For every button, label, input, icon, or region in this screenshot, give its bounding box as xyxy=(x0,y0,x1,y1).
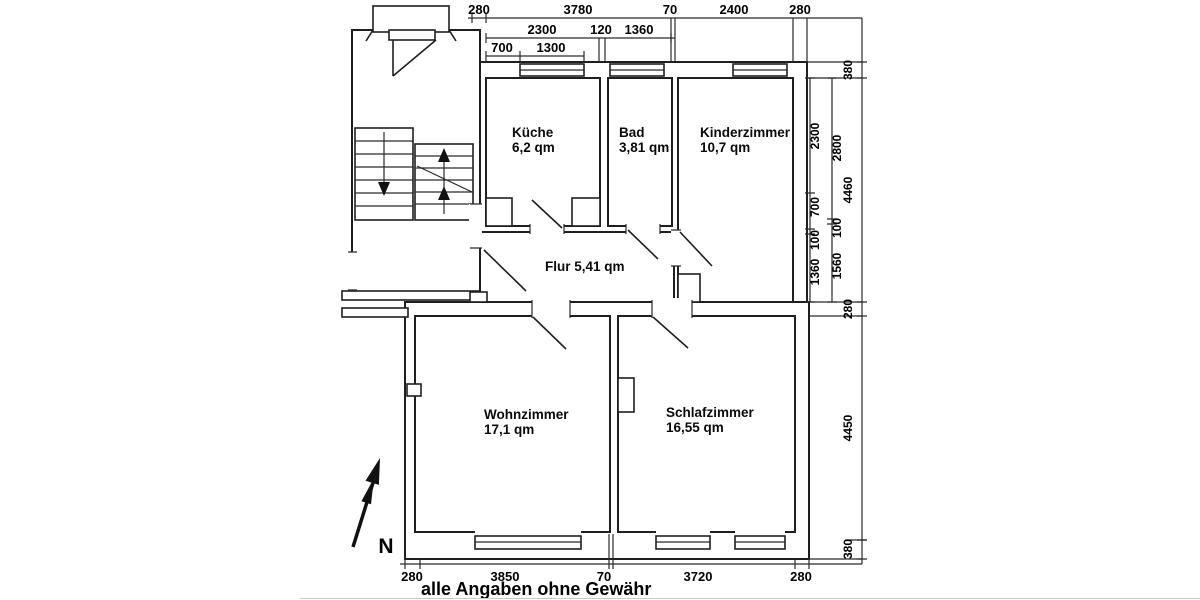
dim-right-outer-3: 4450 xyxy=(841,414,855,441)
label-wohnzimmer-area: 17,1 qm xyxy=(484,422,534,437)
dimension-chain-top: 280 3780 70 2400 280 2300 120 1360 700 1… xyxy=(468,2,862,63)
stairwell-bottom-wall xyxy=(341,290,481,301)
window-bad xyxy=(609,63,665,77)
rooms xyxy=(406,77,796,533)
door-apartment-entrance xyxy=(469,203,527,292)
dim-top-middle-0: 2300 xyxy=(528,22,557,37)
label-kueche-name: Küche xyxy=(512,125,554,140)
label-flur: Flur 5,41 qm xyxy=(545,259,625,274)
dim-top-outer-4: 280 xyxy=(789,2,811,17)
stair-up-arrow-head-2 xyxy=(438,186,450,200)
door-bad xyxy=(625,221,661,260)
dim-right-outer-4: 380 xyxy=(841,539,855,559)
windows xyxy=(474,63,788,550)
north-arrow-head-2 xyxy=(361,478,374,505)
entrance-door-frame xyxy=(388,29,436,41)
dim-right-outer-2: 280 xyxy=(841,299,855,319)
label-kueche-area: 6,2 qm xyxy=(512,140,555,155)
pier-wohnzimmer-left xyxy=(406,383,422,397)
pier-kueche-right xyxy=(571,197,601,227)
stair-up-arrow-head xyxy=(438,148,450,162)
dim-top-outer-3: 2400 xyxy=(720,2,749,17)
chimney-kinderzimmer xyxy=(677,273,701,303)
dim-right-outer-1: 4460 xyxy=(841,176,855,203)
entrance-porch xyxy=(372,5,450,33)
porch-shoulders xyxy=(365,29,457,42)
dim-right-outer-0: 380 xyxy=(841,60,855,80)
dim-right-inner-3: 1360 xyxy=(808,258,822,285)
door-wohnzimmer xyxy=(531,298,571,350)
stairwell-side-opening xyxy=(348,252,357,290)
dim-top-outer-1: 3780 xyxy=(564,2,593,17)
dim-bottom-2: 70 xyxy=(597,569,611,584)
window-kueche xyxy=(519,63,585,77)
room-labels: Küche 6,2 qm Bad 3,81 qm Kinderzimmer 10… xyxy=(484,125,791,437)
dim-top-inner-0: 700 xyxy=(491,40,513,55)
door-schlafzimmer xyxy=(651,298,693,349)
dim-top-outer-0: 280 xyxy=(468,2,490,17)
north-arrow: N xyxy=(351,458,394,558)
room-bad xyxy=(607,77,673,227)
window-schlafzimmer-1 xyxy=(655,530,711,550)
left-stub-wall xyxy=(341,307,409,318)
label-bad-name: Bad xyxy=(619,125,645,140)
label-schlafzimmer-name: Schlafzimmer xyxy=(666,405,755,420)
footer-disclaimer: alle Angaben ohne Gewähr xyxy=(421,579,651,599)
door-kinderzimmer xyxy=(671,229,713,267)
door-kueche xyxy=(529,199,565,234)
stair-flight-right xyxy=(414,143,474,221)
dim-right-inner-1: 700 xyxy=(808,197,822,217)
stair-down-arrow-head xyxy=(378,182,390,196)
label-schlafzimmer-area: 16,55 qm xyxy=(666,420,724,435)
dim-bottom-3: 3720 xyxy=(684,569,713,584)
dim-bottom-0: 280 xyxy=(401,569,423,584)
north-label: N xyxy=(378,535,393,558)
dim-right-inner-2: 100 xyxy=(808,230,822,250)
stairwell xyxy=(341,5,481,301)
dim-right-middle-2: 1560 xyxy=(830,252,844,279)
stair-flight-left xyxy=(354,127,414,221)
dimension-chain-bottom: 280 3850 70 3720 280 xyxy=(400,534,862,584)
label-bad-area: 3,81 qm xyxy=(619,140,669,155)
room-kinderzimmer xyxy=(677,77,794,303)
pier-middle-wall xyxy=(469,291,488,303)
label-kinderzimmer-name: Kinderzimmer xyxy=(700,125,791,140)
dimension-chain-right: 2300 700 100 1360 2800 100 1560 380 4460… xyxy=(805,18,867,564)
dim-top-outer-2: 70 xyxy=(663,2,677,17)
label-kinderzimmer-area: 10,7 qm xyxy=(700,140,750,155)
dim-bottom-1: 3850 xyxy=(491,569,520,584)
dim-bottom-4: 280 xyxy=(790,569,812,584)
window-kinderzimmer xyxy=(732,63,788,77)
window-wohnzimmer xyxy=(474,530,582,550)
window-schlafzimmer-2 xyxy=(734,530,786,550)
doors xyxy=(469,199,713,350)
entrance-door-swing xyxy=(392,39,437,77)
room-wohnzimmer xyxy=(414,315,611,533)
dim-right-middle-1: 100 xyxy=(830,218,844,238)
label-wohnzimmer-name: Wohnzimmer xyxy=(484,407,569,422)
dim-top-middle-1: 120 xyxy=(590,22,612,37)
room-schlafzimmer xyxy=(617,315,796,533)
dim-right-middle-0: 2800 xyxy=(830,134,844,161)
dim-right-inner-0: 2300 xyxy=(808,122,822,149)
chimney-schlafzimmer xyxy=(617,377,635,413)
dim-top-middle-2: 1360 xyxy=(625,22,654,37)
dim-top-inner-1: 1300 xyxy=(537,40,566,55)
north-arrow-head xyxy=(365,458,380,485)
stairwell-opening-jambs xyxy=(348,251,357,291)
chimney-kueche xyxy=(485,197,513,227)
